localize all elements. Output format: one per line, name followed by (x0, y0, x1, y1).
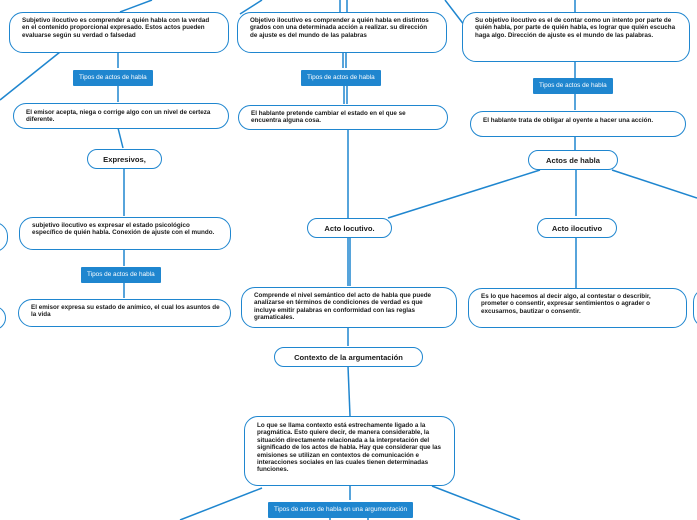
tipos-de-actos-tag: Tipos de actos de habla (533, 78, 613, 94)
ilocutivo-desc-node: Es lo que hacemos al decir algo, al cont… (468, 288, 687, 328)
expresivos-desc-node: subjetivo ilocutivo es expresar el estad… (19, 217, 231, 250)
connector (119, 0, 153, 13)
tag-text: Tipos de actos de habla (307, 74, 375, 81)
node-text: El emisor expresa su estado de anímico, … (31, 304, 220, 319)
connector (347, 365, 351, 417)
contexto-node: Contexto de la argumentación (274, 347, 423, 367)
locutivo-desc-node: Comprende el nivel semántico del acto de… (241, 287, 457, 328)
node-text: subjetivo ilocutivo es expresar el estad… (32, 222, 215, 237)
acto-locutivo-node: Acto locutivo. (307, 218, 392, 238)
tag-text: Tipos de actos de habla en una argumenta… (274, 506, 407, 513)
connector (239, 0, 263, 15)
objetivo-ilocutivo-node: Objetivo ilocutivo es comprender a quién… (237, 12, 447, 53)
node-text: Es lo que hacemos al decir algo, al cont… (481, 293, 651, 315)
node-text: Su objetivo ilocutivo es el de contar co… (475, 17, 676, 39)
su-objetivo-ilocutivo-node: Su objetivo ilocutivo es el de contar co… (462, 12, 690, 62)
node-text: Objetivo ilocutivo es comprender a quién… (250, 17, 429, 39)
connector (431, 485, 521, 520)
emisor-acepta-node: El emisor acepta, niega o corrige algo c… (13, 103, 229, 129)
expresivos-node: Expresivos, (87, 149, 162, 169)
tipos-argumentacion-tag: Tipos de actos de habla en una argumenta… (268, 502, 413, 518)
node-text: El emisor acepta, niega o corrige algo c… (26, 109, 211, 124)
tag-text: Tipos de actos de habla (79, 74, 147, 81)
node-text: Comprende el nivel semántico del acto de… (254, 292, 432, 322)
tipos-de-actos-tag: Tipos de actos de habla (81, 267, 161, 283)
node-text: Subjetivo ilocutivo es comprender a quié… (22, 17, 210, 39)
acto-ilocutivo-node: Acto ilocutivo (537, 218, 617, 238)
tag-text: Tipos de actos de habla (539, 82, 607, 89)
node-text: Actos de habla (545, 155, 600, 165)
contexto-desc-node: Lo que se llama contexto está estrechame… (244, 416, 455, 486)
hablante-pretende-node: El hablante pretende cambiar el estado e… (238, 105, 448, 130)
node-text: El hablante trata de obligar al oyente a… (483, 117, 654, 124)
subjetivo-ilocutivo-node: Subjetivo ilocutivo es comprender a quié… (9, 12, 229, 53)
node-text: Acto locutivo. (324, 223, 375, 233)
node-text: Lo que se llama contexto está estrechame… (257, 422, 442, 474)
tag-text: Tipos de actos de habla (87, 271, 155, 278)
actos-de-habla-node: Actos de habla (528, 150, 618, 170)
connector (117, 127, 124, 149)
connector (387, 169, 541, 219)
connector (611, 169, 697, 199)
connector (179, 487, 263, 520)
node-text: Contexto de la argumentación (294, 352, 403, 362)
tipos-de-actos-tag: Tipos de actos de habla (301, 70, 381, 86)
hablante-trata-node: El hablante trata de obligar al oyente a… (470, 111, 686, 137)
emisor-expresa-node: El emisor expresa su estado de anímico, … (18, 299, 231, 327)
node-text: Expresivos, (103, 154, 146, 164)
node-text: El hablante pretende cambiar el estado e… (251, 110, 406, 125)
connector (0, 51, 61, 101)
tipos-de-actos-tag: Tipos de actos de habla (73, 70, 153, 86)
node-text: Acto ilocutivo (551, 223, 603, 233)
